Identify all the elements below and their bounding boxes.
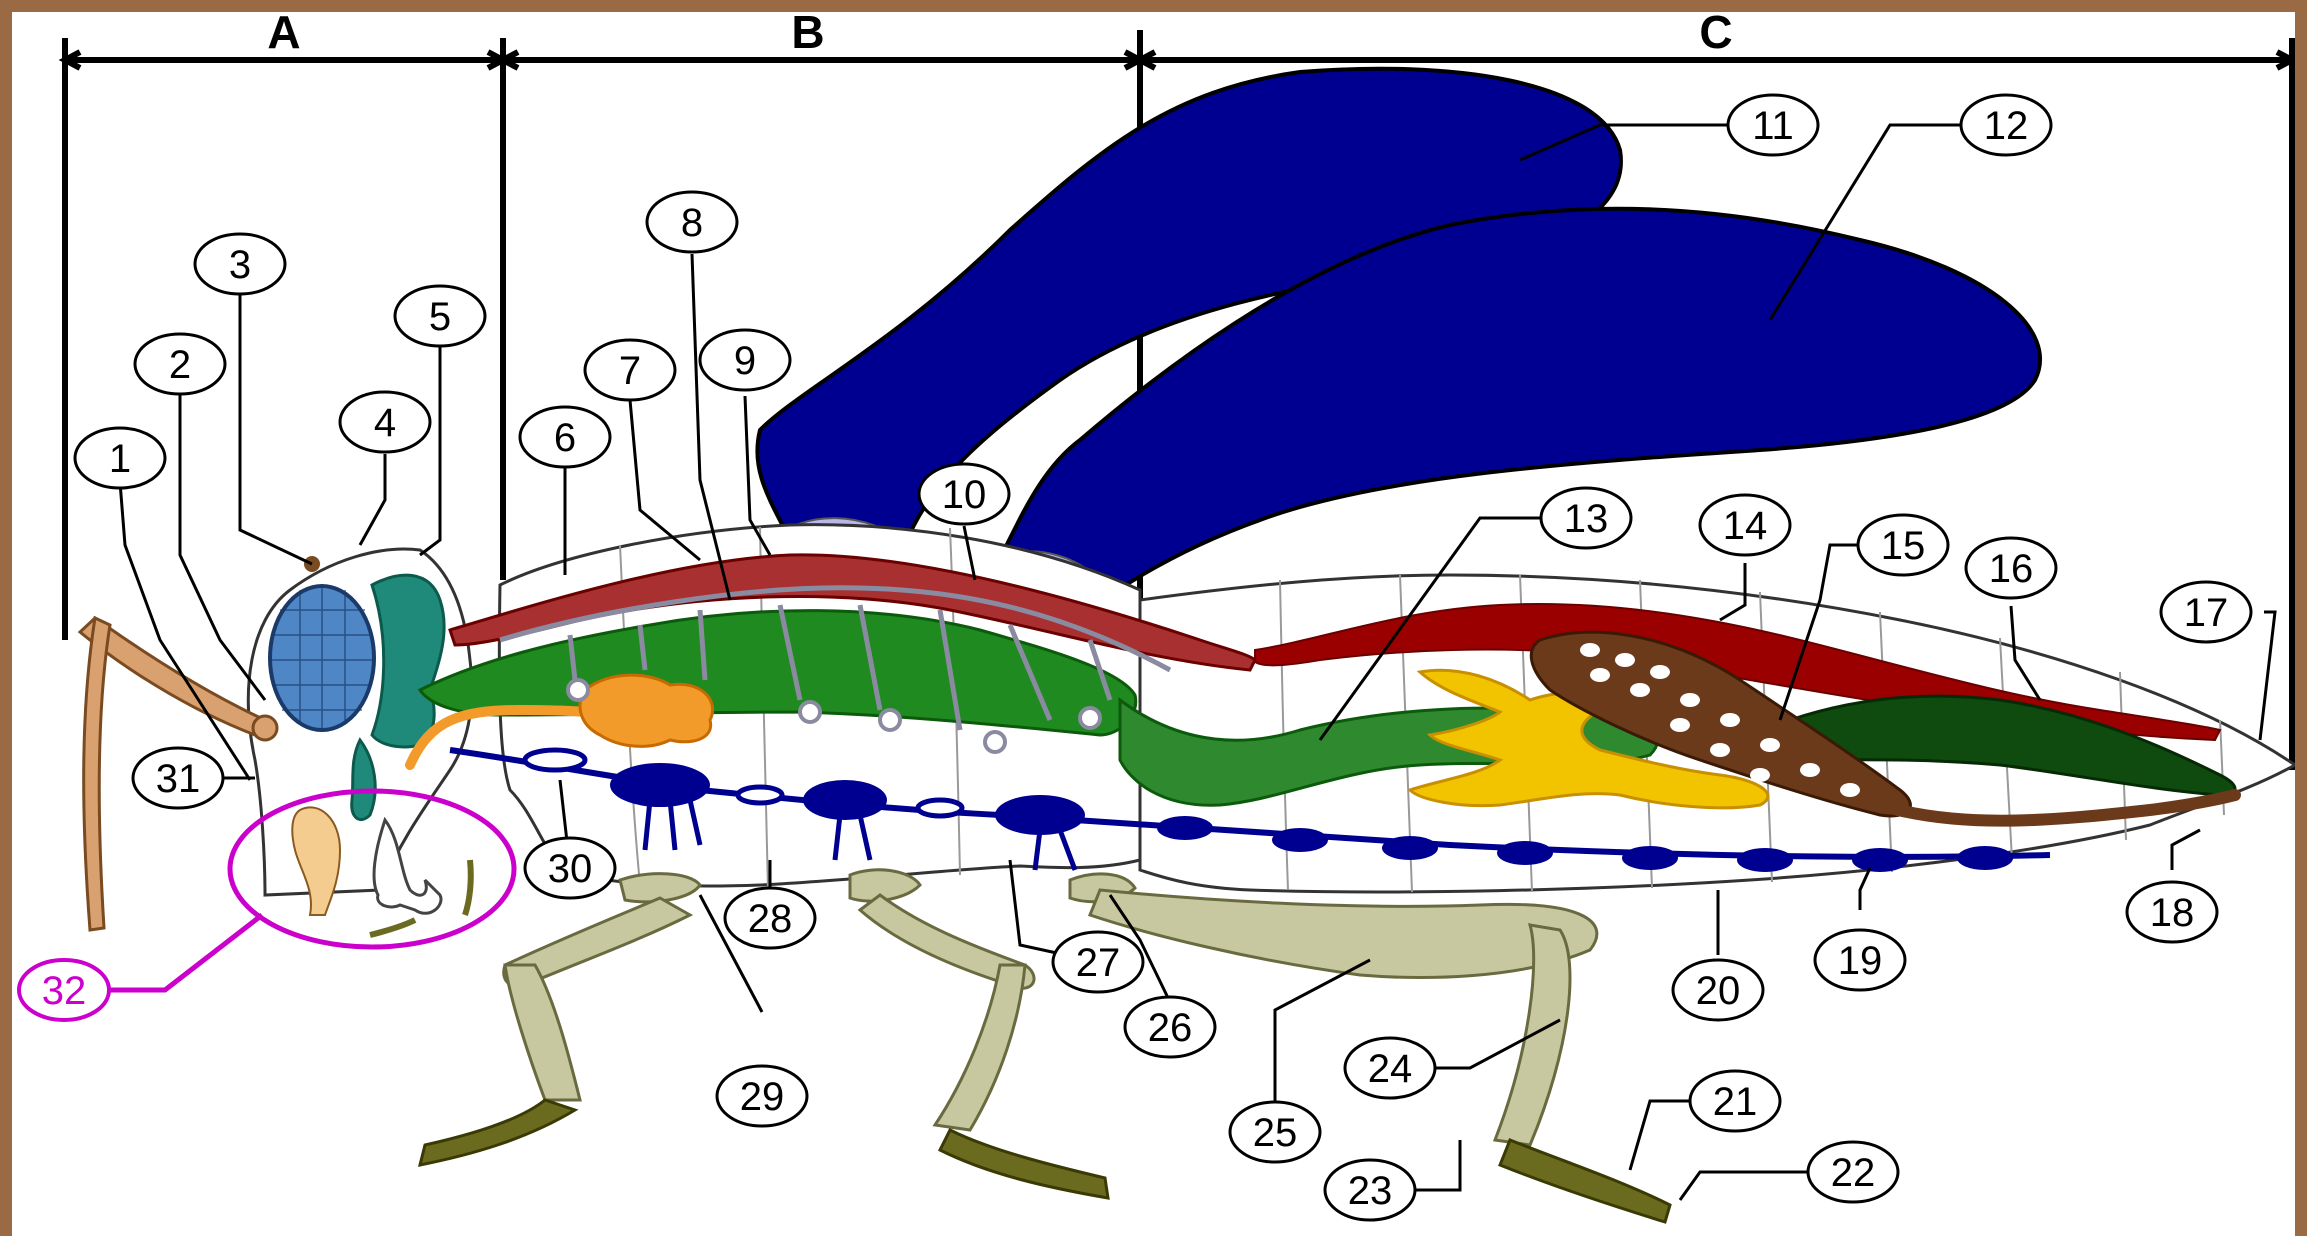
callout-2-label: 2	[169, 343, 191, 387]
callout-18: 18	[2127, 882, 2217, 942]
callout-22-label: 22	[1831, 1151, 1876, 1195]
callout-16-label: 16	[1989, 547, 2034, 591]
section-label-c: C	[1699, 12, 1732, 58]
callout-26-label: 26	[1148, 1006, 1193, 1050]
callout-23-label: 23	[1348, 1169, 1393, 1213]
callout-1: 1	[75, 428, 165, 488]
callout-4-label: 4	[374, 401, 396, 445]
callout-2: 2	[135, 334, 225, 394]
callout-20-label: 20	[1696, 969, 1741, 1013]
callout-31: 31	[133, 748, 223, 808]
callout-1-label: 1	[109, 437, 131, 481]
callout-29-label: 29	[740, 1075, 785, 1119]
callout-6-label: 6	[554, 416, 576, 460]
callout-30-label: 30	[548, 847, 593, 891]
callout-16: 16	[1966, 538, 2056, 598]
callout-23: 23	[1325, 1160, 1415, 1220]
callout-10: 10	[919, 464, 1009, 524]
callout-32: 32	[19, 960, 109, 1020]
callout-14-label: 14	[1723, 504, 1768, 548]
callout-7: 7	[585, 340, 675, 400]
callout-17: 17	[2161, 582, 2251, 642]
callout-15-label: 15	[1881, 524, 1926, 568]
callout-3: 3	[195, 234, 285, 294]
callout-11-label: 11	[1752, 104, 1794, 148]
callout-30: 30	[525, 838, 615, 898]
callout-5-label: 5	[429, 295, 451, 339]
insect-anatomy-diagram: A B C	[12, 12, 2295, 1236]
callout-11: 11	[1728, 95, 1818, 155]
hind-femur	[1090, 890, 1597, 977]
callout-25: 25	[1230, 1102, 1320, 1162]
brain	[372, 575, 444, 747]
callout-20: 20	[1673, 960, 1763, 1020]
callout-29: 29	[717, 1066, 807, 1126]
callout-7-label: 7	[619, 349, 641, 393]
callout-24-label: 24	[1368, 1047, 1413, 1091]
callout-24: 24	[1345, 1038, 1435, 1098]
callout-5: 5	[395, 286, 485, 346]
callout-26: 26	[1125, 997, 1215, 1057]
section-label-a: A	[267, 12, 300, 58]
middle-tibia	[935, 965, 1025, 1130]
callout-6: 6	[520, 407, 610, 467]
callout-27: 27	[1053, 932, 1143, 992]
mouthparts	[105, 791, 514, 990]
callout-9: 9	[700, 330, 790, 390]
middle-tarsus	[940, 1130, 1108, 1198]
callout-22: 22	[1808, 1142, 1898, 1202]
callout-21: 21	[1690, 1071, 1780, 1131]
callout-13-label: 13	[1564, 497, 1609, 541]
callout-14: 14	[1700, 495, 1790, 555]
coxa-middle	[850, 870, 920, 901]
callout-31-label: 31	[156, 757, 201, 801]
callout-15: 15	[1858, 515, 1948, 575]
labial-palp	[370, 920, 415, 935]
callout-8-label: 8	[681, 201, 703, 245]
callout-10-label: 10	[942, 473, 987, 517]
front-tibia	[505, 965, 580, 1100]
callout-19-label: 19	[1838, 939, 1883, 983]
callout-13: 13	[1541, 488, 1631, 548]
salivary-gland	[580, 675, 713, 746]
legs	[420, 870, 1670, 1222]
section-label-b: B	[791, 12, 824, 58]
front-tarsus	[420, 1100, 575, 1165]
callout-25-label: 25	[1253, 1111, 1298, 1155]
callout-28: 28	[725, 888, 815, 948]
hind-tarsus	[1500, 1140, 1670, 1222]
callout-17-label: 17	[2184, 591, 2229, 635]
maxillary-palp	[465, 860, 471, 915]
callout-4: 4	[340, 392, 430, 452]
callout-21-label: 21	[1713, 1080, 1758, 1124]
callout-32-label: 32	[42, 969, 87, 1013]
callout-8: 8	[647, 192, 737, 252]
callout-9-label: 9	[734, 339, 756, 383]
callout-27-label: 27	[1076, 941, 1121, 985]
callout-28-label: 28	[748, 897, 793, 941]
callout-19: 19	[1815, 930, 1905, 990]
callout-3-label: 3	[229, 243, 251, 287]
callout-12-label: 12	[1984, 104, 2029, 148]
callout-18-label: 18	[2150, 891, 2195, 935]
callout-12: 12	[1961, 95, 2051, 155]
mandible	[292, 807, 340, 915]
